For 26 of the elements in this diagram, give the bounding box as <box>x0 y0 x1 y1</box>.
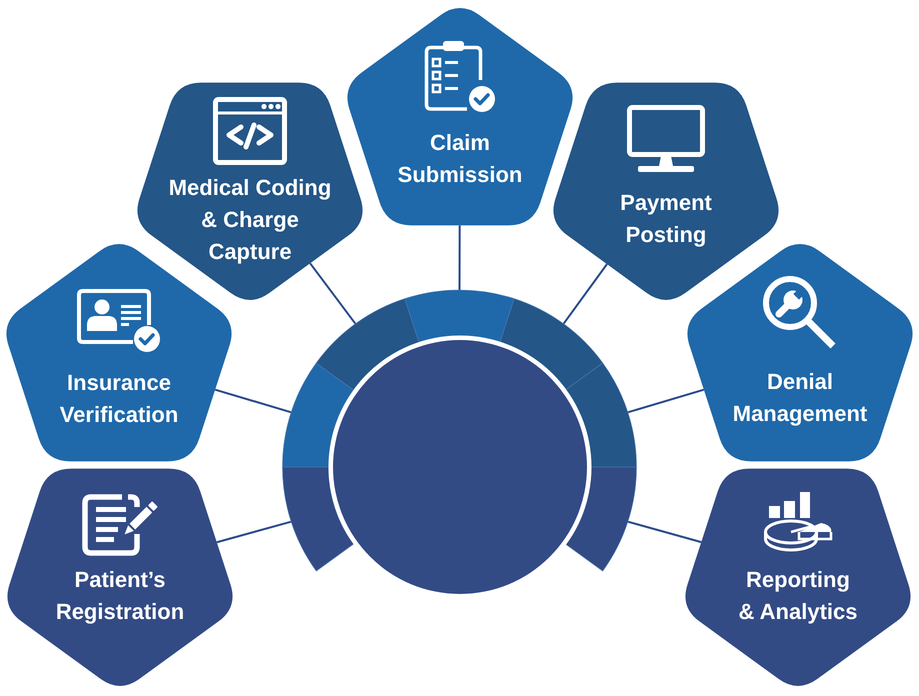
step-label: Claim Submission <box>398 130 522 187</box>
connector-line <box>216 520 292 544</box>
ring-segment <box>282 362 354 467</box>
connector-line <box>628 520 702 544</box>
connector-line <box>628 388 704 414</box>
connector-line <box>458 225 461 290</box>
ring-segment <box>565 467 637 572</box>
ring-segment <box>282 467 354 572</box>
pentagon-step <box>685 468 911 686</box>
step-label: Reporting & Analytics <box>738 567 858 624</box>
step-label: Medical Coding & Charge Capture <box>168 175 332 264</box>
ring-segment <box>316 298 420 391</box>
step-label: Denial Management <box>732 369 868 426</box>
pentagon-step <box>137 82 363 300</box>
connector-line <box>309 262 356 324</box>
pentagon-step <box>553 82 779 300</box>
step-label: Payment Posting <box>620 190 712 247</box>
ring-segment <box>499 298 603 391</box>
step-label: Patient’s Registration <box>56 567 184 624</box>
connector-line <box>562 264 608 324</box>
ring-segment <box>404 290 515 343</box>
step-label: Insurance Verification <box>60 370 178 427</box>
pentagon-step <box>347 8 573 226</box>
ring-segment <box>565 362 637 467</box>
connector-line <box>214 388 292 414</box>
pentagon-step <box>7 468 233 686</box>
